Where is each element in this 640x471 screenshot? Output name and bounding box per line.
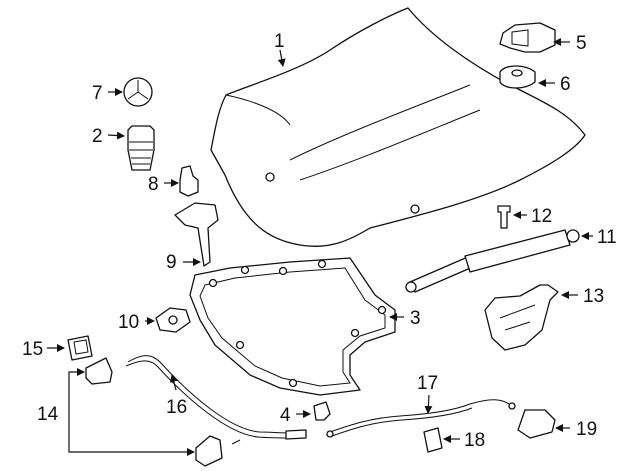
- callout-11: 11: [597, 227, 617, 248]
- pin-part: [179, 165, 199, 197]
- callout-3: 3: [410, 308, 421, 329]
- callout-16: 16: [166, 397, 187, 418]
- callout-15: 15: [22, 339, 43, 360]
- emblem-part: [123, 77, 153, 107]
- callout-7: 7: [92, 83, 103, 104]
- hinge-part: [484, 284, 559, 351]
- callout-19: 19: [576, 419, 597, 440]
- bracket-part: [174, 202, 219, 267]
- gas-strut-part: [405, 229, 580, 293]
- cable-rear-part: [326, 399, 516, 438]
- callout-6: 6: [560, 74, 571, 95]
- callout-18: 18: [464, 430, 485, 451]
- callout-13: 13: [583, 286, 604, 307]
- insulator-pad-part: [189, 257, 396, 396]
- latch-lower-part: [195, 435, 223, 467]
- clip-part: [313, 401, 331, 421]
- leader-lines: [47, 38, 593, 456]
- callout-9: 9: [166, 252, 177, 273]
- callout-8: 8: [148, 174, 159, 195]
- callout-17: 17: [417, 373, 438, 394]
- latch-switch-part: [67, 335, 93, 361]
- cable-front-part: [125, 355, 307, 445]
- callout-10: 10: [118, 312, 139, 333]
- hood-part: [210, 7, 586, 247]
- bolt-part: [497, 205, 511, 229]
- handle-part: [517, 409, 556, 439]
- adjuster-part: [127, 125, 155, 171]
- callout-5: 5: [576, 33, 587, 54]
- hinge-cover-part: [499, 22, 556, 53]
- switch-part: [423, 427, 443, 453]
- callout-4: 4: [280, 405, 291, 426]
- callout-2: 2: [92, 126, 103, 147]
- callout-1: 1: [274, 31, 285, 52]
- grommet-part: [155, 307, 191, 333]
- bumper-part: [499, 65, 536, 89]
- latch-upper-part: [85, 357, 113, 385]
- callout-14: 14: [37, 404, 59, 425]
- callout-12: 12: [531, 206, 552, 227]
